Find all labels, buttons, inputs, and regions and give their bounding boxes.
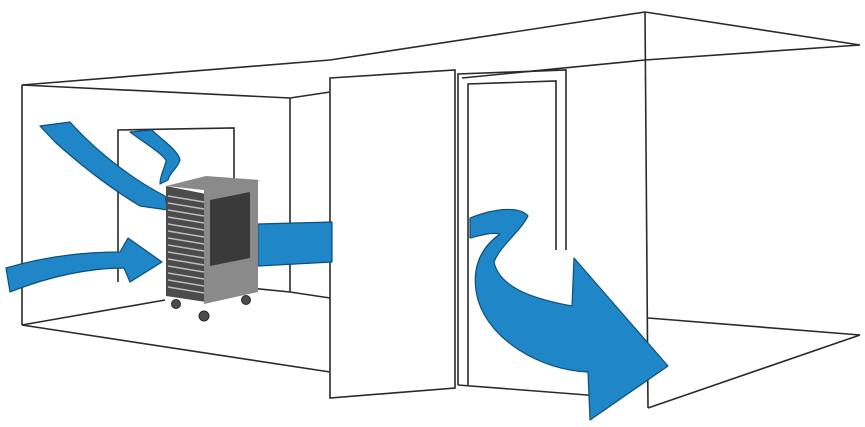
cooler-slat xyxy=(167,265,205,273)
airflow-outgoing-front xyxy=(257,221,333,267)
room-wireframe xyxy=(21,11,861,409)
cooler-wheels xyxy=(171,295,251,322)
cooler-slat xyxy=(167,195,205,203)
airflow-turning-stream xyxy=(469,208,669,421)
open-door-panel xyxy=(329,69,456,399)
cooler-slat xyxy=(167,237,205,245)
cooler-slat xyxy=(167,244,205,252)
cooler-slat xyxy=(167,202,205,210)
room-edge xyxy=(647,334,861,409)
room-edge xyxy=(644,44,861,61)
cooler-wheel xyxy=(241,295,251,305)
cooler-slat xyxy=(167,209,205,217)
cooler-slat xyxy=(167,216,205,224)
cooler-top xyxy=(166,176,260,192)
room-edge xyxy=(21,324,331,373)
evaporative-cooler-icon xyxy=(166,176,260,322)
cooler-slat xyxy=(167,279,205,287)
room-edge xyxy=(289,91,331,99)
cooler-slat xyxy=(167,230,205,238)
cooler-wheel xyxy=(198,310,210,322)
cooler-slats xyxy=(167,195,205,294)
doorway-sill xyxy=(457,384,601,397)
airflow-incoming-lower xyxy=(5,237,163,293)
cooler-slat xyxy=(167,258,205,266)
airflow-arrow-icon xyxy=(5,121,669,421)
doorway-inner xyxy=(467,80,557,385)
room-edge xyxy=(289,291,331,299)
room-edge xyxy=(461,59,646,79)
room-edge xyxy=(21,299,166,326)
doorway-outer xyxy=(457,69,567,385)
cooler-slat xyxy=(167,286,205,294)
doorway-frame xyxy=(457,69,601,397)
room-edge xyxy=(329,11,646,61)
cooler-slat xyxy=(167,223,205,231)
room-edge xyxy=(21,59,331,86)
door-face xyxy=(329,69,456,399)
airflow-incoming-window xyxy=(129,129,181,185)
room-edge xyxy=(647,317,861,336)
room-edge xyxy=(21,84,291,99)
cooler-slat xyxy=(167,272,205,280)
cooler-slat xyxy=(167,251,205,259)
cooler-wheel xyxy=(171,299,181,309)
room-edge xyxy=(644,11,861,46)
cooler-grille xyxy=(210,192,250,266)
